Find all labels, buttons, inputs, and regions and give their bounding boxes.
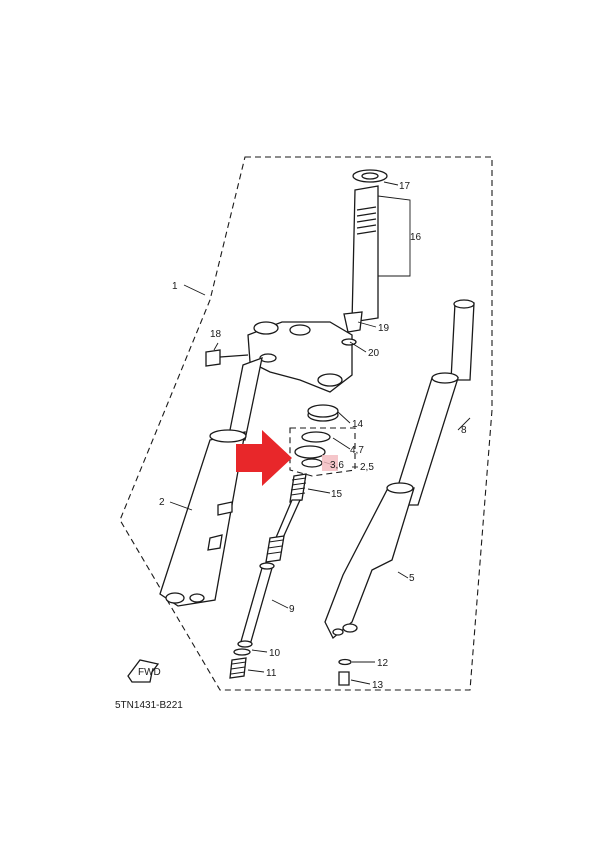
callout-13: 13 [372, 680, 384, 691]
callout-5: 5 [409, 573, 415, 584]
svg-text:FWD: FWD [138, 667, 161, 678]
callout-8: 8 [461, 425, 467, 436]
fwd-direction-icon: FWD [127, 659, 161, 683]
diagram-code: 5TN1431-B221 [115, 700, 183, 711]
callout-14: 14 [352, 419, 364, 430]
callout-2-5: 2,5 [360, 462, 374, 473]
callout-12: 12 [377, 658, 389, 669]
callout-3-6: 3,6 [330, 460, 344, 471]
highlight-arrow [236, 430, 292, 486]
callout-11: 11 [266, 668, 277, 679]
left-fork-assembly [159, 169, 388, 607]
callout-2: 2 [159, 497, 165, 508]
callout-19: 19 [378, 323, 390, 334]
screw-19 [343, 311, 363, 333]
callout-15: 15 [331, 489, 343, 500]
callout-18: 18 [210, 329, 222, 340]
callout-16: 16 [410, 232, 422, 243]
callout-4-7: 4,7 [350, 445, 364, 456]
bolt-13 [338, 671, 350, 686]
callout-10: 10 [269, 648, 281, 659]
washer-12 [338, 658, 352, 666]
highlight-marker [322, 455, 338, 471]
damper-rod-assembly [229, 473, 307, 679]
right-fork-assembly [324, 299, 475, 686]
callout-17: 17 [399, 181, 411, 192]
callout-20: 20 [368, 348, 380, 359]
assembly-boundary [119, 156, 493, 691]
bearing-group [289, 404, 356, 477]
callout-1: 1 [172, 281, 178, 292]
leader-lines [169, 181, 471, 685]
bolt-18 [205, 349, 221, 367]
callout-9: 9 [289, 604, 295, 615]
